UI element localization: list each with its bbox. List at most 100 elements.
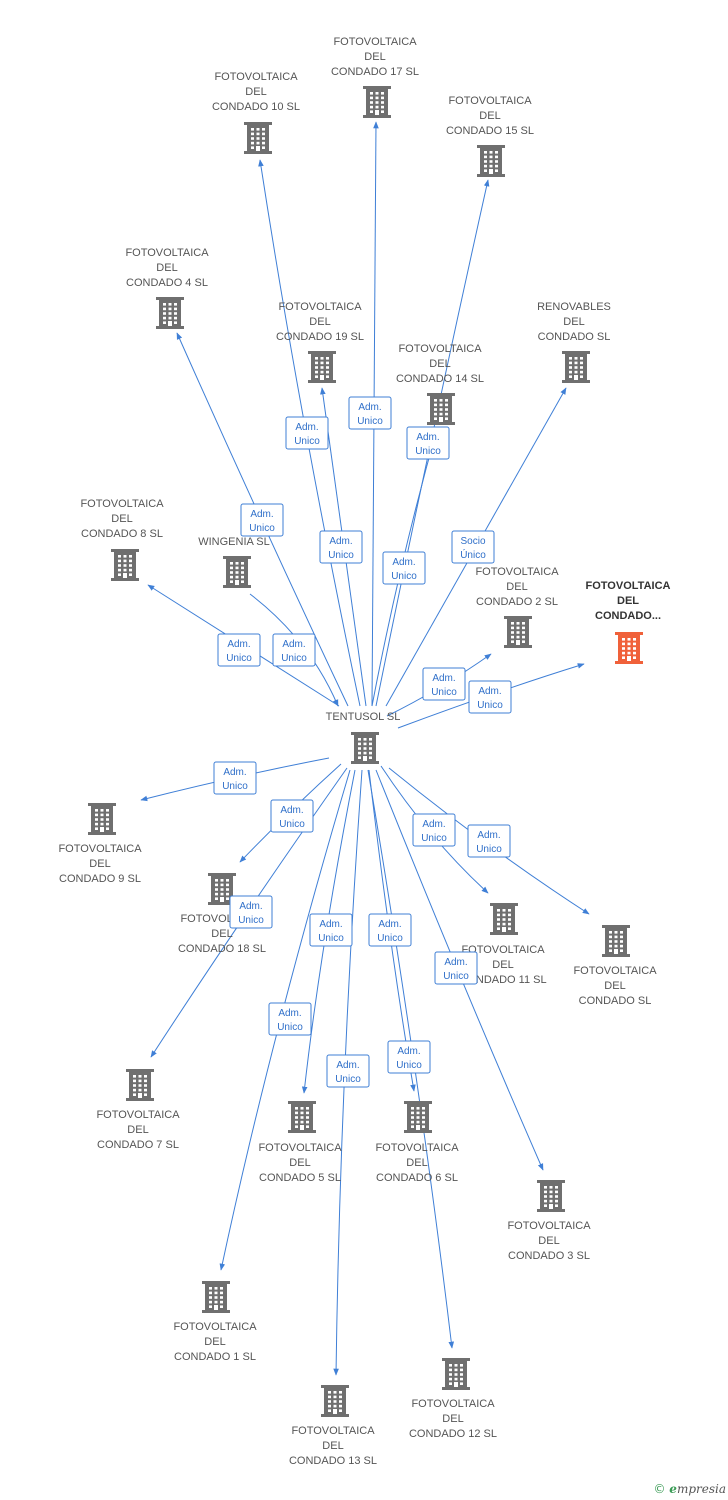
company-name-label: FOTOVOLTAICA <box>214 71 298 83</box>
building-icon[interactable] <box>477 145 505 177</box>
relation-badge-c2[interactable]: Adm.Unico <box>422 667 466 701</box>
building-icon[interactable] <box>202 1281 230 1313</box>
relation-badge-tentusol[interactable]: Adm.Unico <box>272 633 316 667</box>
relation-badge-c13[interactable]: Adm.Unico <box>326 1054 370 1088</box>
building-icon[interactable] <box>427 393 455 425</box>
company-name-label: DEL <box>563 316 584 328</box>
building-icon[interactable] <box>88 803 116 835</box>
building-icon[interactable] <box>288 1101 316 1133</box>
company-node-tentusol[interactable]: TENTUSOL SL <box>326 711 401 764</box>
building-icon[interactable] <box>442 1358 470 1390</box>
relation-badge-focus[interactable]: Adm. Unico <box>468 680 512 714</box>
relation-badge-c5[interactable]: Adm. Unico <box>309 913 353 947</box>
relation-badge-c7[interactable]: Adm.Unico <box>229 895 273 929</box>
building-icon[interactable] <box>504 616 532 648</box>
building-icon[interactable] <box>156 297 184 329</box>
relation-badge-c18[interactable]: Adm.Unico <box>270 799 314 833</box>
building-icon[interactable] <box>321 1385 349 1417</box>
building-icon[interactable] <box>111 549 139 581</box>
relation-badge-c10[interactable]: Adm.Unico <box>285 416 329 450</box>
relation-badge-c17[interactable]: Adm.Unico <box>348 396 392 430</box>
relation-badge-text: Adm. <box>392 557 415 568</box>
relation-badge-text: Adm. <box>336 1060 359 1071</box>
company-node-focus[interactable]: FOTOVOLTAICADELCONDADO... <box>586 580 671 664</box>
company-name-label: FOTOVOLTAICA <box>398 343 482 355</box>
company-name-label: DEL <box>406 1157 427 1169</box>
relation-badge-text: Adm. <box>358 402 381 413</box>
building-icon[interactable] <box>244 122 272 154</box>
company-name-label: FOTOVOLTAICA <box>125 247 209 259</box>
building-icon[interactable] <box>363 86 391 118</box>
relation-badge-csl[interactable]: Adm.Unico <box>467 824 511 858</box>
company-name-label: RENOVABLES <box>537 301 611 313</box>
company-name-label: CONDADO 18 SL <box>178 943 266 955</box>
building-icon[interactable] <box>562 351 590 383</box>
company-name-label: DEL <box>111 513 132 525</box>
relation-badge-c9[interactable]: Adm.Unico <box>213 761 257 795</box>
building-icon[interactable] <box>223 556 251 588</box>
relation-badge-text: Adm. <box>295 422 318 433</box>
relation-badge-c14[interactable]: Adm.Unico <box>382 551 426 585</box>
company-name-label: CONDADO 15 SL <box>446 125 534 137</box>
company-name-label: DEL <box>604 980 625 992</box>
relation-badge-text: Adm. <box>280 805 303 816</box>
relation-badge-text: Unico <box>238 915 264 926</box>
company-name-label: FOTOVOLTAICA <box>333 36 417 48</box>
company-node-wingenia[interactable]: WINGENIA SL <box>198 536 270 588</box>
building-icon[interactable] <box>615 632 643 664</box>
relation-badge-text: Adm. <box>319 919 342 930</box>
relation-badge-text: Unico <box>477 700 503 711</box>
company-name-label: FOTOVOLTAICA <box>475 566 559 578</box>
relation-badge-c15[interactable]: Adm.Unico <box>406 426 450 460</box>
relation-badge-c8[interactable]: Adm.Unico <box>217 633 261 667</box>
building-icon[interactable] <box>351 732 379 764</box>
relation-badge-text: Adm. <box>329 536 352 547</box>
building-icon[interactable] <box>208 873 236 905</box>
relation-badge-c12[interactable]: Adm.Unico <box>387 1040 431 1074</box>
company-name-label: DEL <box>492 959 513 971</box>
relation-badge-text: Unico <box>443 971 469 982</box>
relation-badge-text: Unico <box>222 781 248 792</box>
building-icon[interactable] <box>308 351 336 383</box>
company-name-label: DEL <box>245 86 266 98</box>
relation-badge-c3[interactable]: Adm.Unico <box>434 951 478 985</box>
building-icon[interactable] <box>602 925 630 957</box>
company-name-label: DEL <box>156 262 177 274</box>
relation-badge-c1[interactable]: Adm.Unico <box>268 1002 312 1036</box>
relation-badge-text: Adm. <box>278 1008 301 1019</box>
relation-badge-c19[interactable]: Adm.Unico <box>319 530 363 564</box>
relation-badge-c4[interactable]: Adm.Unico <box>240 503 284 537</box>
building-icon[interactable] <box>537 1180 565 1212</box>
building-icon[interactable] <box>490 903 518 935</box>
building-icon[interactable] <box>404 1101 432 1133</box>
empresia-logo[interactable]: © empresia <box>653 1482 726 1496</box>
company-name-label: FOTOVOLTAICA <box>173 1321 257 1333</box>
building-icon[interactable] <box>126 1069 154 1101</box>
relation-badge-text: Unico <box>318 933 344 944</box>
relation-badge-text: Adm. <box>478 686 501 697</box>
relation-badge-c6[interactable]: Adm.Unico <box>368 913 412 947</box>
relation-badge-c11[interactable]: Adm.Unico <box>412 813 456 847</box>
